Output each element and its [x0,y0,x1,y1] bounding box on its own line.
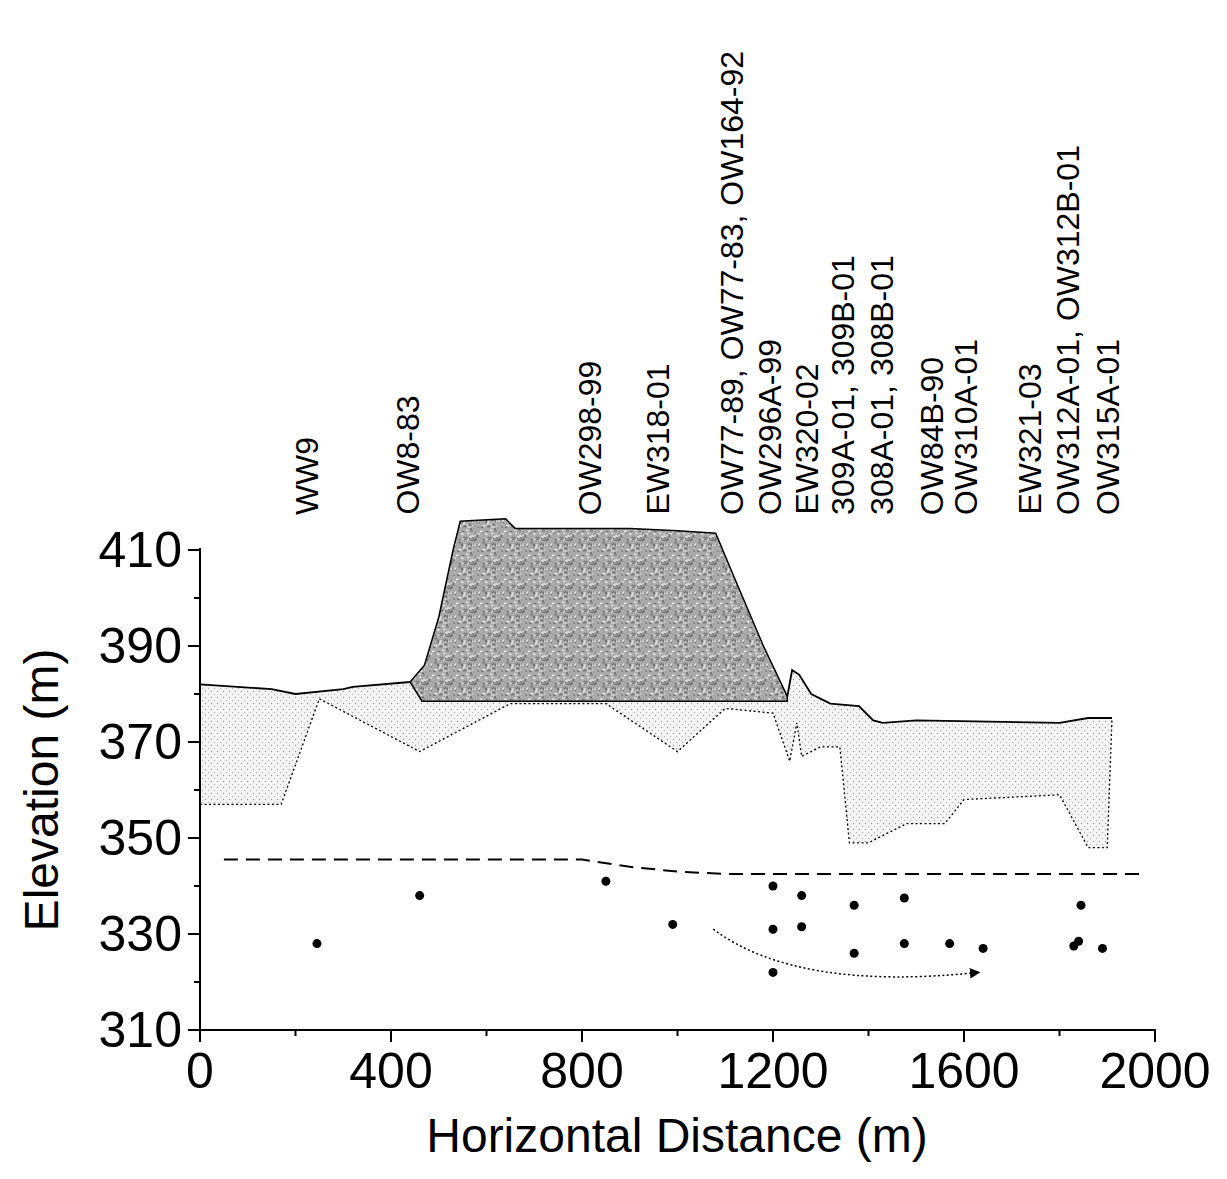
well-screen [1076,901,1085,910]
y-tick-label: 330 [99,909,182,959]
x-tick-label: 0 [186,1046,214,1096]
ground-surface [787,670,1112,723]
well-screen [769,882,778,891]
well-screen [1074,937,1083,946]
well-screen [797,891,806,900]
well-screen [769,925,778,934]
well-screen [1098,944,1107,953]
well-label: OW312A-01, OW312B-01 [1052,145,1084,515]
well-label: OW298-99 [574,360,606,515]
axis-title: Elevation (m) [18,649,66,932]
well-label: OW310A-01 [950,339,982,515]
water-table [224,860,1141,874]
well-screen [900,894,909,903]
y-tick-label: 350 [99,813,182,863]
x-tick-label: 1200 [717,1046,828,1096]
well-label: WW9 [291,437,323,515]
flow-arrow [713,929,978,977]
well-label: 308A-01, 308B-01 [866,255,898,515]
well-screen [601,877,610,886]
y-tick-label: 410 [99,525,182,575]
well-screen [979,944,988,953]
well-screen [850,949,859,958]
well-screen [797,922,806,931]
well-screen [415,891,424,900]
well-label: EW321-03 [1014,364,1046,515]
y-tick-label: 310 [99,1005,182,1055]
well-screen [312,939,321,948]
well-label: OW77-89, OW77-83, OW164-92 [716,51,748,515]
well-screen [769,968,778,977]
x-tick-label: 400 [349,1046,432,1096]
well-screen [850,901,859,910]
well-label: 309A-01, 309B-01 [827,255,859,515]
x-tick-label: 800 [540,1046,623,1096]
axis-title: Horizontal Distance (m) [426,1112,927,1160]
y-tick-label: 390 [99,621,182,671]
well-label: OW8-83 [392,396,424,515]
well-label: OW84B-90 [916,357,948,515]
y-tick-label: 370 [99,717,182,767]
ground-surface [200,682,410,694]
well-screen [668,920,677,929]
x-tick-label: 1600 [908,1046,1019,1096]
axes [188,548,1156,1042]
well-screen [900,939,909,948]
well-label: EW318-01 [642,364,674,515]
well-screen [945,939,954,948]
landfill [410,519,787,701]
x-tick-label: 2000 [1099,1046,1210,1096]
well-label: OW315A-01 [1092,339,1124,515]
well-label: OW296A-99 [754,339,786,515]
well-label: EW320-02 [791,364,823,515]
